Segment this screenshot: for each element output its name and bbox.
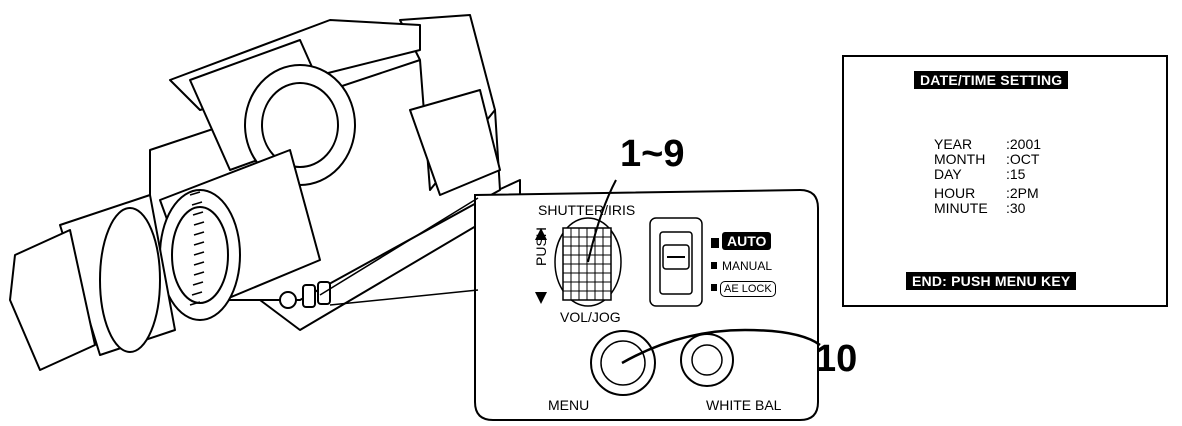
minute-label: MINUTE: [934, 200, 988, 216]
year-label: YEAR: [934, 136, 973, 152]
mode-auto: AUTO: [722, 232, 772, 250]
month-value: :OCT: [1006, 151, 1040, 167]
callout-dial-number: 1~9: [620, 133, 685, 175]
day-value: :15: [1006, 166, 1026, 182]
callout-menu-number: 10: [815, 338, 858, 380]
hour-value: :2PM: [1006, 185, 1039, 201]
row-year: YEAR :2001: [934, 137, 1041, 152]
month-label: MONTH: [934, 151, 986, 167]
row-month: MONTH :OCT: [934, 152, 1041, 167]
push-label: PUSH: [533, 227, 549, 266]
row-hour: HOUR :2PM: [934, 186, 1041, 201]
mode-ae-lock: AE LOCK: [720, 281, 776, 297]
row-day: DAY :15: [934, 167, 1041, 182]
year-value: :2001: [1006, 136, 1042, 152]
minute-value: :30: [1006, 200, 1026, 216]
day-label: DAY: [934, 166, 962, 182]
vol-jog-label: VOL/JOG: [560, 309, 621, 325]
menu-label: MENU: [548, 397, 590, 413]
date-time-screen: DATE/TIME SETTING YEAR :2001 MONTH :OCT …: [842, 55, 1168, 307]
white-bal-label: WHITE BAL: [706, 397, 782, 413]
screen-footer: END: PUSH MENU KEY: [906, 272, 1077, 290]
screen-title: DATE/TIME SETTING: [914, 71, 1069, 89]
date-time-rows: YEAR :2001 MONTH :OCT DAY :15 HOUR :2PM …: [934, 137, 1041, 216]
shutter-iris-label: SHUTTER/IRIS: [538, 202, 636, 218]
mode-manual: MANUAL: [722, 259, 773, 273]
hour-label: HOUR: [934, 185, 976, 201]
row-minute: MINUTE :30: [934, 201, 1041, 216]
